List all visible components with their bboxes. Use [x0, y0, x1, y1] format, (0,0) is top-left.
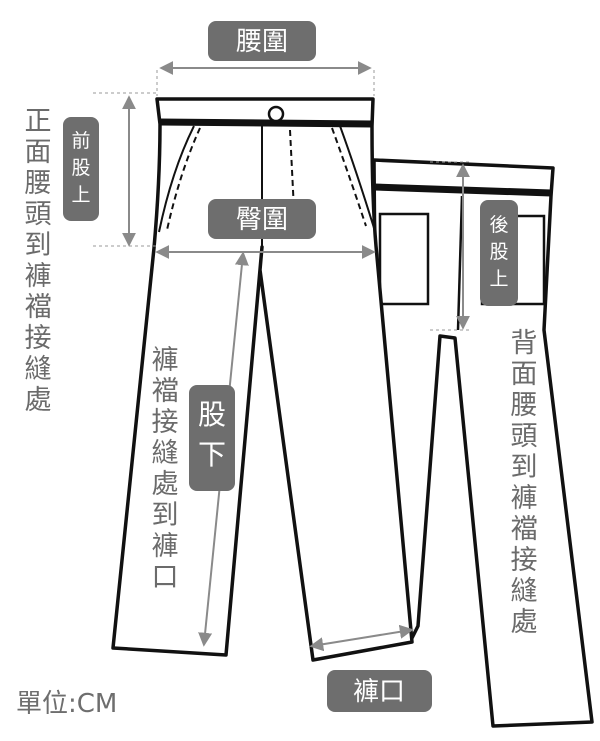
back-rise-label: 後股上 [489, 214, 508, 290]
hip-badge: 臀圍 [208, 199, 316, 239]
unit-label: 單位:CM [16, 683, 117, 720]
waist-badge: 腰圍 [208, 21, 316, 61]
front-rise-label: 前股上 [71, 130, 90, 206]
inseam-badge: 股下 [189, 385, 235, 491]
waist-button [269, 107, 283, 121]
front-rise-badge: 前股上 [63, 117, 99, 221]
front-waistband [159, 122, 372, 124]
front-rise-note: 正 面 腰 頭 到 褲 襠 接 縫 處 [21, 106, 55, 416]
inseam-note: 褲 襠 接 縫 處 到 褲 口 [148, 345, 182, 593]
hip-label: 臀圍 [236, 205, 288, 235]
hem-label: 褲口 [353, 677, 405, 707]
waist-label: 腰圍 [236, 27, 288, 57]
back-rise-badge: 後股上 [480, 200, 518, 306]
hem-badge: 褲口 [327, 670, 432, 712]
back-rise-note: 背 面 腰 頭 到 褲 襠 接 縫 處 [507, 328, 541, 638]
